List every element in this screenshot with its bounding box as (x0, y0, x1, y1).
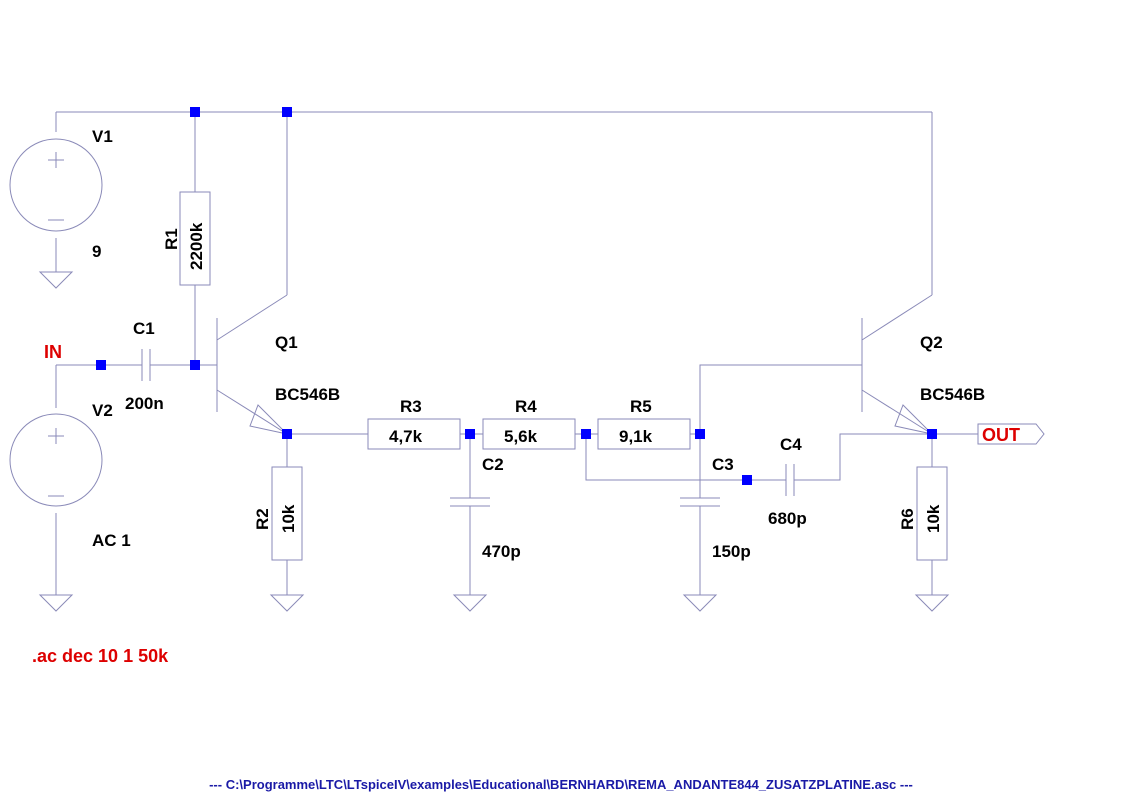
r6-body (916, 466, 948, 561)
r2-body (271, 466, 303, 561)
c2-value-label: 470p (482, 542, 521, 561)
r1-name-label: R1 (162, 228, 181, 250)
wire-q2-base (699, 364, 862, 434)
q1-model-label: BC546B (275, 385, 340, 404)
c1-value-label: 200n (125, 394, 164, 413)
junction-nodes (96, 107, 937, 485)
wire-c4-out (794, 433, 932, 481)
c4-value-label: 680p (768, 509, 807, 528)
ground-c2 (452, 594, 488, 612)
r6-name-label: R6 (898, 508, 917, 530)
c4-name-label: C4 (780, 435, 802, 454)
q2-name-label: Q2 (920, 333, 943, 352)
ground-r6 (914, 594, 950, 612)
wire-c4-feedback (585, 434, 786, 481)
q2-transistor-symbol (861, 294, 934, 435)
c3-symbol (680, 497, 720, 507)
r5-name-label: R5 (630, 397, 652, 416)
wires (55, 111, 978, 595)
r2-name-label: R2 (253, 508, 272, 530)
r3-value-label: 4,7k (389, 427, 423, 446)
r6-value-label: 10k (924, 504, 943, 533)
c1-name-label: C1 (133, 319, 155, 338)
c2-symbol (450, 497, 490, 507)
ground-v1 (38, 271, 74, 289)
r2-value-label: 10k (279, 504, 298, 533)
v1-value-label: 9 (92, 242, 101, 261)
r1-body (179, 191, 211, 286)
c3-name-label: C3 (712, 455, 734, 474)
q1-name-label: Q1 (275, 333, 298, 352)
file-path-footer: --- C:\Programme\LTC\LTspiceIV\examples\… (209, 777, 913, 792)
c4-symbol (785, 464, 795, 496)
r1-value-label: 2200k (187, 222, 206, 270)
c1-symbol (141, 349, 151, 381)
v2-name-label: V2 (92, 401, 113, 420)
r4-name-label: R4 (515, 397, 537, 416)
v1-source-symbol (9, 138, 103, 232)
net-label-in: IN (44, 342, 62, 362)
ground-r2 (269, 594, 305, 612)
net-label-out: OUT (982, 425, 1020, 445)
v2-value-label: AC 1 (92, 531, 131, 550)
c2-name-label: C2 (482, 455, 504, 474)
ground-v2 (38, 594, 74, 612)
r4-body (482, 418, 576, 450)
r3-name-label: R3 (400, 397, 422, 416)
ground-c3 (682, 594, 718, 612)
ground-symbols (38, 271, 950, 612)
r5-body (597, 418, 691, 450)
c3-value-label: 150p (712, 542, 751, 561)
v1-name-label: V1 (92, 127, 113, 146)
q1-transistor-symbol (216, 294, 289, 435)
out-port-flag (977, 423, 1045, 445)
r4-value-label: 5,6k (504, 427, 538, 446)
r5-value-label: 9,1k (619, 427, 653, 446)
q2-model-label: BC546B (920, 385, 985, 404)
r3-body (367, 418, 461, 450)
spice-directive: .ac dec 10 1 50k (32, 646, 169, 666)
v2-source-symbol (9, 413, 103, 507)
